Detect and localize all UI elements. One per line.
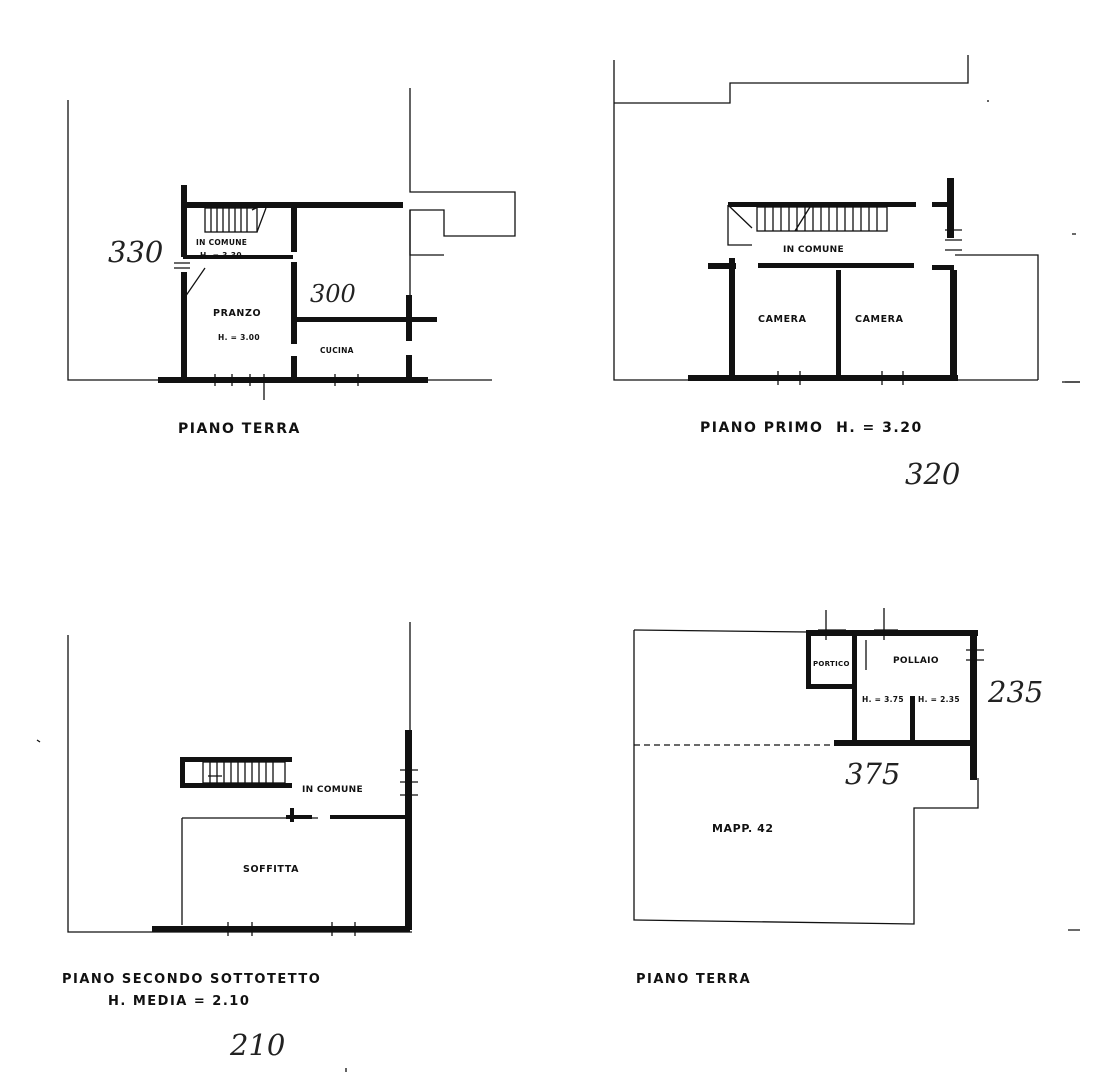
wall-right xyxy=(405,730,412,930)
door-marks xyxy=(818,608,984,670)
wall-left-lower xyxy=(181,272,187,382)
caption-outbuilding: PIANO TERRA xyxy=(636,972,751,987)
door-stub xyxy=(174,262,190,269)
wall-bottom xyxy=(834,740,976,746)
site-boundary xyxy=(67,622,412,933)
site-boundary xyxy=(613,55,1080,383)
wall-right-upper xyxy=(406,295,412,341)
wall-corridor xyxy=(758,263,914,268)
handwritten-height-320: 320 xyxy=(905,457,960,491)
label-stair: IN COMUNE xyxy=(302,785,363,795)
wall-stair-left xyxy=(180,757,185,787)
wall-stair-bottom xyxy=(180,783,292,788)
windows-bottom xyxy=(214,374,359,400)
label-kitchen: CUCINA xyxy=(320,346,354,355)
stair-corner xyxy=(727,204,753,246)
wall-divider xyxy=(910,696,915,744)
wall-corridor-right xyxy=(330,815,408,819)
handwritten-kitchen-300: 300 xyxy=(310,280,356,308)
label-living: PRANZO xyxy=(213,308,261,319)
wall-bottom xyxy=(152,926,410,932)
wall-mid-vert-bottom xyxy=(291,356,297,380)
label-right-height: H. = 2.35 xyxy=(918,695,960,704)
windows-bottom xyxy=(227,922,356,936)
caption-ground-floor: PIANO TERRA xyxy=(178,421,301,437)
wall-right-upper xyxy=(947,178,954,238)
wall-bedroom-divider xyxy=(836,270,841,380)
caption-attic-line1: PIANO SECONDO SOTTOTETTO xyxy=(62,972,321,987)
handwritten-height-330: 330 xyxy=(108,235,163,269)
wall-right-lower xyxy=(950,270,957,380)
stray-mark xyxy=(36,739,347,1072)
wall-portico-left xyxy=(806,630,811,688)
wall-right-lower xyxy=(406,355,412,381)
handwritten-375: 375 xyxy=(845,757,900,791)
wall-right-stub-top xyxy=(932,202,954,207)
label-stair: IN COMUNE xyxy=(196,238,247,247)
wall-top xyxy=(183,202,403,208)
annex-outline xyxy=(409,210,444,256)
label-portico: PORTICO xyxy=(813,660,850,668)
label-bedroom-right: CAMERA xyxy=(855,314,904,325)
wall-left-stub xyxy=(708,263,736,269)
handwritten-height-210: 210 xyxy=(229,1028,285,1062)
wall-kitchen-top xyxy=(297,317,437,322)
label-attic: SOFFITTA xyxy=(243,864,299,875)
wall-left-upper xyxy=(181,185,187,257)
handwritten-235: 235 xyxy=(987,675,1043,709)
wall-portico-bottom xyxy=(806,684,856,689)
caption-first-floor: PIANO PRIMO H. = 3.20 xyxy=(700,420,923,436)
wall-right xyxy=(970,630,977,780)
plan-first-floor: IN COMUNE CAMERA CAMERA PIANO PRIMO H. =… xyxy=(613,55,1080,491)
plan-outbuilding: PORTICO POLLAIO H. = 3.75 H. = 2.35 MAPP… xyxy=(633,608,1080,987)
window-right xyxy=(400,769,418,796)
wall-corridor-stub-h xyxy=(286,815,312,819)
wall-top xyxy=(728,202,916,207)
label-stair-height: H. = 3.30 xyxy=(200,251,242,260)
wall-portico-right xyxy=(852,632,857,744)
label-bedroom-left: CAMERA xyxy=(758,314,807,325)
plan-attic: IN COMUNE SOFFITTA PIANO SECONDO SOTTOTE… xyxy=(36,622,418,1072)
wall-mid-vert-lower xyxy=(291,262,297,344)
stair-attic xyxy=(202,761,286,784)
window-right xyxy=(945,229,962,251)
label-lot: MAPP. 42 xyxy=(712,822,774,835)
wall-right-stub xyxy=(932,265,954,270)
label-henhouse: POLLAIO xyxy=(893,656,939,666)
windows-bottom xyxy=(777,371,904,385)
wall-top xyxy=(808,630,978,636)
wall-left xyxy=(729,258,735,381)
wall-bottom xyxy=(688,375,958,381)
lot-boundary xyxy=(633,629,1080,931)
plan-ground-floor: IN COMUNE H. = 3.30 PRANZO H. = 3.00 CUC… xyxy=(67,88,516,437)
label-left-height: H. = 3.75 xyxy=(862,695,904,704)
wall-stair-top xyxy=(180,757,292,762)
stair-first xyxy=(756,206,888,232)
label-stair: IN COMUNE xyxy=(783,245,844,255)
caption-attic-line2: H. MEDIA = 2.10 xyxy=(108,994,250,1009)
stray-marks xyxy=(987,100,1080,383)
label-living-height: H. = 3.00 xyxy=(218,333,260,342)
stair-ground xyxy=(204,205,267,233)
door-swing xyxy=(182,267,206,301)
wall-corridor xyxy=(183,255,293,259)
wall-mid-vert-upper xyxy=(291,208,297,252)
